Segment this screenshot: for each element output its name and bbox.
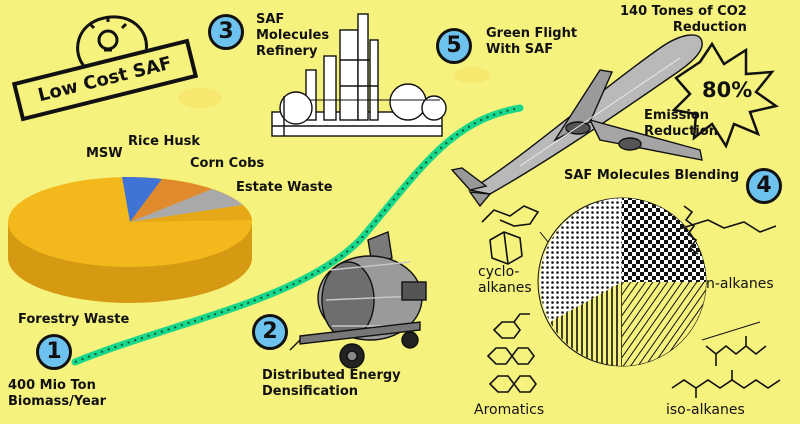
step-badge-5: 5 [436, 28, 472, 64]
glow-mark [178, 88, 222, 108]
blending-pie-chart [537, 197, 761, 367]
aromatics-label: Aromatics [474, 402, 545, 418]
pie-slice-corn-cobs [130, 179, 212, 222]
tetralin-molecule-icon [488, 375, 515, 393]
step-badge-1: 1 [36, 334, 72, 370]
emission-reduction-label: Emission Reduction [644, 108, 718, 139]
pie-slice-rice-husk [122, 176, 162, 222]
cyclo-alkanes-label: cyclo- alkanes [478, 264, 532, 296]
supply-route [71, 104, 524, 366]
pie-label-forestry-waste: Forestry Waste [18, 312, 130, 327]
pie-label-msw: MSW [86, 146, 123, 161]
pie-slice-estate-waste [130, 189, 243, 222]
blend-slice-aromatics [550, 282, 622, 366]
step-badge-2: 2 [252, 314, 288, 350]
n-alkanes-label: n-alkanes [706, 276, 774, 292]
pie-label-rice-husk: Rice Husk [128, 134, 201, 149]
pie-label-estate-waste: Estate Waste [236, 180, 333, 195]
n-alkane-molecule-icon [683, 205, 699, 255]
blending-label: SAF Molecules Blending [564, 168, 740, 183]
feedstock-pie-chart [8, 176, 252, 303]
co2-reduction-label: 140 Tones of CO2 Reduction [620, 4, 747, 35]
iso-alkane-molecule-icon [705, 344, 767, 356]
densification-label: Distributed Energy Densification [262, 368, 401, 399]
biomass-volume-label: 400 Mio Ton Biomass/Year [8, 378, 107, 409]
step-badge-3: 3 [208, 14, 244, 50]
blend-slice-n-alkanes [622, 198, 706, 282]
pie-slice-msw [130, 205, 252, 222]
emission-percent: 80% [702, 78, 753, 102]
glow-mark [454, 67, 490, 83]
emission-burst-icon [671, 41, 780, 149]
benzene-molecule-icon [492, 321, 521, 339]
step-badge-4: 4 [746, 168, 782, 204]
pie-label-corn-cobs: Corn Cobs [190, 156, 265, 171]
green-flight-label: Green Flight With SAF [486, 26, 578, 57]
naphthalene-molecule-icon [486, 347, 513, 365]
airplane-icon [450, 34, 703, 208]
iso-alkanes-label: iso-alkanes [666, 402, 745, 418]
cyclohexane-molecule-icon [481, 205, 540, 227]
densification-machine-icon [289, 231, 427, 369]
refinery-label: SAF Molecules Refinery [256, 12, 330, 59]
refinery-icon [271, 13, 447, 137]
blend-slice-cyclo-alkanes [539, 198, 622, 322]
blend-slice-iso-alkanes [622, 282, 706, 366]
molecule-structures [481, 205, 781, 398]
